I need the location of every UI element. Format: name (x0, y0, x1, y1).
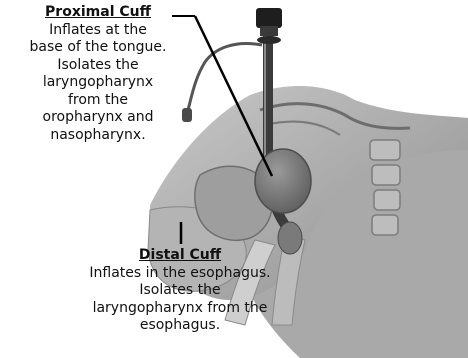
proximal-cuff-desc-line: nasopharynx. (18, 127, 178, 145)
tube-connector-neck (260, 26, 278, 36)
proximal-cuff-desc-line: base of the tongue. (18, 39, 178, 57)
proximal-cuff-desc-line: from the (18, 92, 178, 110)
distal-cuff-title: Distal Cuff (60, 247, 300, 265)
proximal-cuff-desc-line: Inflates at the (18, 22, 178, 40)
distal-cuff-desc-line: laryngopharynx from the (60, 300, 300, 318)
tube-connector (256, 8, 282, 28)
proximal-cuff-desc-line: Isolates the (18, 57, 178, 75)
distal-cuff-callout: Distal Cuff Inflates in the esophagus. I… (60, 247, 300, 335)
pilot-balloon (182, 108, 192, 122)
proximal-cuff-desc-line: laryngopharynx (18, 74, 178, 92)
proximal-cuff-callout: Proximal Cuff Inflates at the base of th… (18, 4, 178, 144)
distal-cuff-desc-line: esophagus. (60, 317, 300, 335)
distal-cuff-desc-line: Inflates in the esophagus. (60, 265, 300, 283)
distal-cuff-desc-line: Isolates the (60, 282, 300, 300)
tube-connector-ring (257, 36, 281, 44)
proximal-cuff-title: Proximal Cuff (18, 4, 178, 22)
proximal-cuff-desc-line: oropharynx and (18, 109, 178, 127)
